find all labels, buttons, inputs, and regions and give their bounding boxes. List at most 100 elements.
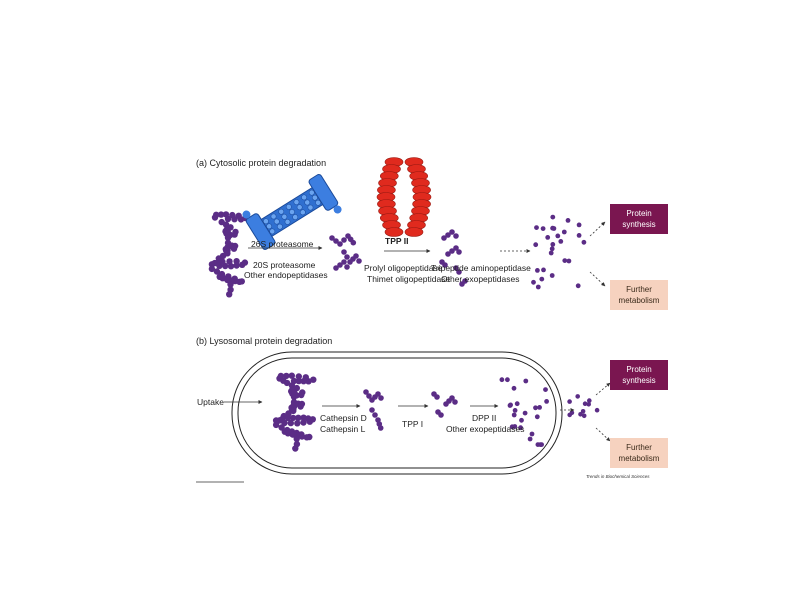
amino-acid <box>567 259 572 264</box>
amino-acid <box>539 277 544 282</box>
amino-acid <box>583 401 588 406</box>
amino-acid <box>543 387 548 392</box>
bead <box>351 240 357 246</box>
label-other-exopeptidases-b: Other exopeptidases <box>446 424 524 434</box>
bead <box>285 415 291 421</box>
amino-acid <box>515 401 520 406</box>
bead <box>344 264 350 270</box>
amino-acid <box>531 280 536 285</box>
bead <box>229 212 235 218</box>
bead <box>231 246 237 252</box>
label-tpp-ii: TPP II <box>385 236 408 246</box>
amino-acid <box>519 418 524 423</box>
amino-acid <box>550 242 555 247</box>
label-cathepsin-d: Cathepsin D <box>320 413 367 423</box>
bead <box>456 249 462 255</box>
amino-acid <box>513 408 518 413</box>
amino-acid <box>550 273 555 278</box>
bead <box>214 260 220 266</box>
bead <box>242 259 248 265</box>
metabolism-label-a-2: metabolism <box>619 296 660 305</box>
label-cathepsin-l: Cathepsin L <box>320 424 366 434</box>
further-metabolism-box-b: Further metabolism <box>610 438 668 468</box>
amino-acid <box>544 399 549 404</box>
amino-acid <box>562 258 567 263</box>
bead <box>294 420 300 426</box>
tpp-ii-icon <box>377 158 431 237</box>
bead <box>310 377 316 383</box>
amino-acid <box>508 403 513 408</box>
protein-chain-lysosomal <box>273 373 317 452</box>
amino-acid <box>576 283 581 288</box>
synthesis-label-a-1: Protein <box>626 209 651 218</box>
amino-acid <box>500 377 505 382</box>
bead <box>236 213 242 219</box>
label-20s-proteasome: 20S proteasome <box>253 260 316 270</box>
amino-acid <box>566 218 571 223</box>
amino-acid <box>575 394 580 399</box>
lysosome-outer-membrane <box>232 352 562 474</box>
protein-chain-large <box>209 211 249 297</box>
metabolism-label-b-1: Further <box>626 443 652 452</box>
bead <box>341 249 347 255</box>
label-uptake: Uptake <box>197 397 224 407</box>
bead <box>356 258 362 264</box>
amino-acid <box>534 225 539 230</box>
amino-acids-lysosomal <box>500 377 549 447</box>
arrow-b-synthesis <box>596 383 610 395</box>
amino-acid <box>555 234 560 239</box>
bead <box>233 258 239 264</box>
amino-acid <box>567 399 572 404</box>
journal-credit: Trends in Biochemical Sciences <box>586 474 650 479</box>
amino-acid <box>550 215 555 220</box>
synthesis-label-a-2: synthesis <box>622 220 655 229</box>
bead <box>378 395 384 401</box>
panel-a: (a) Cytosolic protein degradation 26S pr… <box>196 158 668 311</box>
amino-acids-released <box>567 394 599 418</box>
bead <box>449 229 455 235</box>
label-tripeptide-aminopeptidase: Tripeptide aminopeptidase <box>431 263 531 273</box>
amino-acid <box>595 408 600 413</box>
further-metabolism-box-a: Further metabolism <box>610 280 668 310</box>
bead <box>273 422 279 428</box>
bead <box>279 416 285 422</box>
peptide-fragments <box>329 233 362 271</box>
amino-acid <box>562 230 567 235</box>
synthesis-label-b-1: Protein <box>626 365 651 374</box>
amino-acid <box>549 251 554 256</box>
amino-acid <box>536 285 541 290</box>
amino-acid <box>541 226 546 231</box>
bead <box>341 237 347 243</box>
bead <box>296 373 302 379</box>
amino-acid <box>523 379 528 384</box>
arrow-a-metabolism <box>590 272 605 286</box>
label-other-exopeptidases: Other exopeptidases <box>441 274 519 284</box>
amino-acid <box>567 413 572 418</box>
metabolism-label-b-2: metabolism <box>619 454 660 463</box>
bead <box>434 394 440 400</box>
amino-acid <box>552 226 557 231</box>
protein-synthesis-box-b: Protein synthesis <box>610 360 668 390</box>
bead <box>212 214 218 220</box>
amino-acid <box>533 242 538 247</box>
bead <box>297 403 303 409</box>
bead <box>303 374 309 380</box>
protein-synthesis-box-a: Protein synthesis <box>610 204 668 234</box>
amino-acid <box>530 432 535 437</box>
bead <box>344 254 350 260</box>
synthesis-label-b-2: synthesis <box>622 376 655 385</box>
arrow-a-synthesis <box>590 222 605 236</box>
bead <box>369 407 375 413</box>
amino-acid <box>545 235 550 240</box>
bead <box>226 291 232 297</box>
amino-acid <box>535 268 540 273</box>
amino-acid <box>558 239 563 244</box>
bead <box>453 233 459 239</box>
amino-acid <box>533 405 538 410</box>
bead <box>438 412 444 418</box>
panel-a-title: (a) Cytosolic protein degradation <box>196 158 326 168</box>
bead <box>292 445 298 451</box>
label-other-endopeptidases: Other endopeptidases <box>244 270 328 280</box>
panel-b-title: (b) Lysosomal protein degradation <box>196 336 332 346</box>
